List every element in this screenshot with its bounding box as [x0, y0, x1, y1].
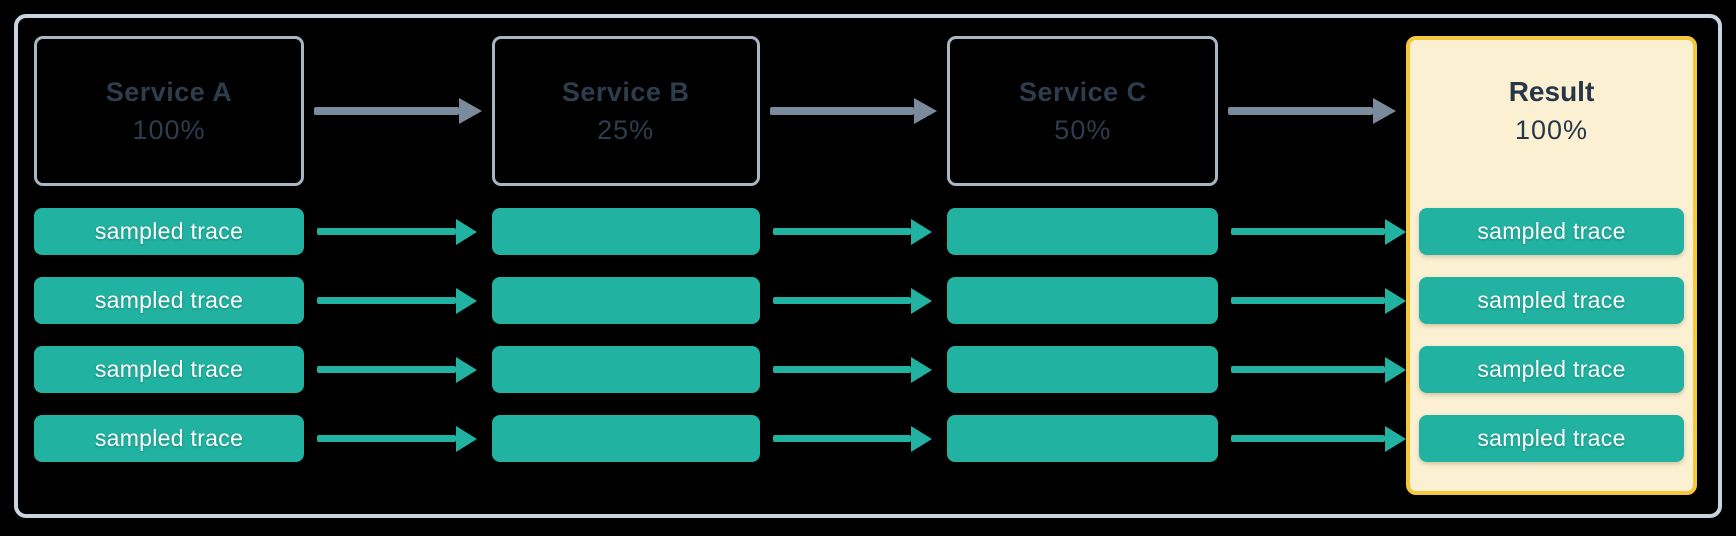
arrow-shaft	[314, 107, 459, 115]
service-b-rate: 25%	[597, 114, 655, 145]
arrow-right-icon	[317, 346, 477, 393]
arrow-head	[911, 287, 933, 314]
arrow-right-icon	[1231, 346, 1406, 393]
arrow-right-icon	[1228, 36, 1396, 186]
sampling-flow-diagram: Service A 100% Service B 25% Service C 5…	[18, 18, 1718, 480]
arrow-shaft	[317, 366, 456, 373]
arrow-head	[458, 98, 482, 124]
result-bar-slot: sampled trace	[1406, 415, 1697, 462]
service-a-rate: 100%	[132, 114, 206, 145]
service-c-box: Service C 50%	[947, 36, 1219, 186]
arrow-right-icon	[317, 277, 477, 324]
arrow-head	[455, 356, 477, 383]
result-header: Result 100%	[1406, 36, 1697, 186]
arrow-head	[1373, 98, 1396, 124]
result-bar-slot: sampled trace	[1406, 277, 1697, 324]
sampled-trace-bar: sampled trace	[34, 208, 304, 255]
diagram-frame: Service A 100% Service B 25% Service C 5…	[14, 14, 1722, 518]
arrow-head	[1385, 356, 1406, 383]
arrow-head	[911, 218, 933, 245]
arrow-head	[455, 218, 477, 245]
arrow-right-icon	[1231, 208, 1406, 255]
arrow-right-icon	[772, 277, 933, 324]
service-c-rate: 50%	[1054, 114, 1112, 145]
arrow-shaft	[772, 228, 912, 235]
arrow-right-icon	[1231, 415, 1406, 462]
sampled-trace-label: sampled trace	[1477, 356, 1626, 382]
trace-bar	[947, 415, 1219, 462]
arrow-shaft	[1231, 297, 1385, 304]
sampled-trace-bar: sampled trace	[1419, 208, 1684, 255]
arrow-head	[911, 425, 933, 452]
sampled-trace-bar: sampled trace	[34, 277, 304, 324]
result-title: Result	[1508, 76, 1595, 107]
arrow-shaft	[317, 435, 456, 442]
arrow-shaft	[1231, 366, 1385, 373]
trace-bar	[491, 277, 760, 324]
arrow-right-icon	[772, 346, 933, 393]
arrow-shaft	[317, 297, 456, 304]
sampled-trace-label: sampled trace	[1477, 218, 1626, 244]
sampled-trace-bar: sampled trace	[1419, 415, 1684, 462]
arrow-shaft	[769, 107, 915, 115]
result-bar-slot: sampled trace	[1406, 208, 1697, 255]
arrow-shaft	[1228, 107, 1373, 115]
arrow-right-icon	[772, 208, 933, 255]
sampled-trace-bar: sampled trace	[1419, 277, 1684, 324]
sampled-trace-label: sampled trace	[94, 287, 244, 313]
arrow-head	[1385, 287, 1406, 314]
result-bar-slot: sampled trace	[1406, 346, 1697, 393]
trace-bar	[947, 277, 1219, 324]
trace-bar	[491, 415, 760, 462]
arrow-right-icon	[314, 36, 482, 186]
sampled-trace-bar: sampled trace	[34, 346, 304, 393]
arrow-head	[914, 98, 938, 124]
sampled-trace-bar: sampled trace	[1419, 346, 1684, 393]
trace-bar	[491, 208, 760, 255]
service-b-title: Service B	[561, 76, 690, 107]
sampled-trace-label: sampled trace	[1477, 287, 1626, 313]
trace-bar	[947, 346, 1219, 393]
result-rate: 100%	[1514, 115, 1589, 145]
arrow-right-icon	[317, 208, 477, 255]
arrow-head	[1385, 425, 1406, 452]
arrow-right-icon	[317, 415, 477, 462]
service-b-box: Service B 25%	[491, 36, 760, 186]
arrow-head	[1385, 218, 1406, 245]
sampled-trace-label: sampled trace	[94, 356, 244, 382]
trace-bar	[491, 346, 760, 393]
arrow-head	[911, 356, 933, 383]
arrow-right-icon	[1231, 277, 1406, 324]
service-a-box: Service A 100%	[34, 36, 304, 186]
arrow-shaft	[1231, 435, 1385, 442]
arrow-shaft	[1231, 228, 1385, 235]
arrow-shaft	[772, 366, 912, 373]
arrow-shaft	[317, 228, 456, 235]
arrow-right-icon	[769, 36, 938, 186]
arrow-shaft	[772, 435, 912, 442]
sampled-trace-label: sampled trace	[94, 218, 244, 244]
service-a-title: Service A	[105, 76, 233, 107]
sampled-trace-label: sampled trace	[1477, 425, 1626, 451]
trace-bar	[947, 208, 1219, 255]
arrow-head	[455, 425, 477, 452]
arrow-head	[455, 287, 477, 314]
sampled-trace-bar: sampled trace	[34, 415, 304, 462]
service-c-title: Service C	[1019, 76, 1147, 107]
arrow-right-icon	[772, 415, 933, 462]
arrow-shaft	[772, 297, 912, 304]
sampled-trace-label: sampled trace	[94, 425, 244, 451]
